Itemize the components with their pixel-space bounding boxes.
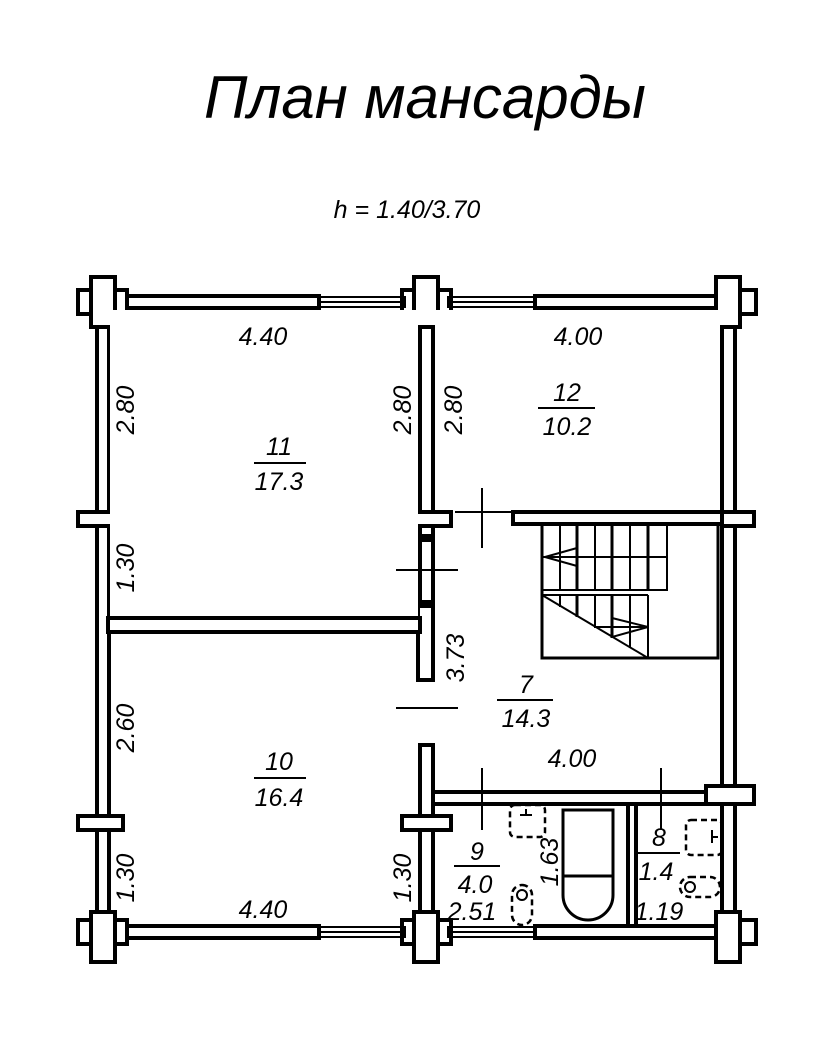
room-area: 14.3 xyxy=(502,705,551,733)
dimension-label: 4.40 xyxy=(239,896,288,924)
room-number: 7 xyxy=(519,671,534,699)
windows xyxy=(318,296,536,938)
sink-icon xyxy=(508,803,547,839)
height-note: h = 1.40/3.70 xyxy=(334,196,481,224)
toilet-icon-wc xyxy=(678,875,722,899)
dimension-label: 4.00 xyxy=(548,745,597,773)
dimension-label: 1.19 xyxy=(635,898,684,926)
room-area: 16.4 xyxy=(255,784,304,812)
bathroom-fixtures xyxy=(508,803,724,927)
dimension-label: 2.80 xyxy=(112,386,140,436)
sink-icon-wc xyxy=(684,818,724,857)
dimension-label: 3.73 xyxy=(442,634,470,683)
dimension-label: 2.80 xyxy=(440,386,468,436)
dimension-label: 1.30 xyxy=(112,544,140,593)
dimension-label: 2.60 xyxy=(112,704,140,754)
dimension-label: 1.63 xyxy=(536,838,564,887)
room-area: 4.0 xyxy=(458,871,493,899)
room-area: 17.3 xyxy=(255,468,304,496)
toilet-icon xyxy=(510,883,534,927)
dimension-label: 2.51 xyxy=(447,898,497,926)
room-labels: 11 17.3 12 10.2 10 16.4 7 14.3 9 4.0 8 1… xyxy=(254,379,680,899)
plan-title: План мансарды xyxy=(204,64,646,131)
dimension-label: 2.80 xyxy=(389,386,417,436)
dimension-marks xyxy=(396,488,662,830)
stairs xyxy=(540,522,720,660)
bathtub xyxy=(561,808,615,878)
room-number: 10 xyxy=(265,748,293,776)
walls xyxy=(76,275,758,964)
room-number: 9 xyxy=(470,838,484,866)
dimension-labels: 4.40 4.00 4.40 4.00 2.51 1.19 2.80 2.80 … xyxy=(112,323,683,926)
room-number: 12 xyxy=(553,379,581,407)
dimension-label: 4.40 xyxy=(239,323,288,351)
dimension-label: 4.00 xyxy=(554,323,603,351)
dimension-label: 1.30 xyxy=(112,854,140,903)
room-number: 11 xyxy=(266,433,292,461)
room-area: 10.2 xyxy=(543,413,592,441)
room-number: 8 xyxy=(652,824,666,852)
dimension-label: 1.30 xyxy=(389,854,417,903)
room-area: 1.4 xyxy=(639,858,674,886)
